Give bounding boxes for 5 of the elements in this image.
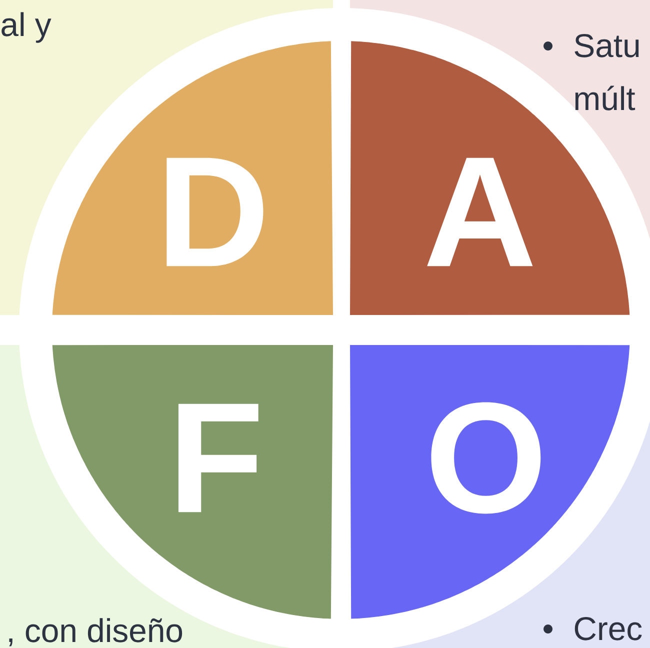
quadrant-sector: D — [52, 41, 333, 315]
bullet-text: , con diseño — [9, 618, 182, 646]
bullet-text: Crec — [574, 617, 642, 640]
bullet-text: al y — [2, 12, 52, 43]
quadrant-sector: F — [52, 344, 333, 619]
